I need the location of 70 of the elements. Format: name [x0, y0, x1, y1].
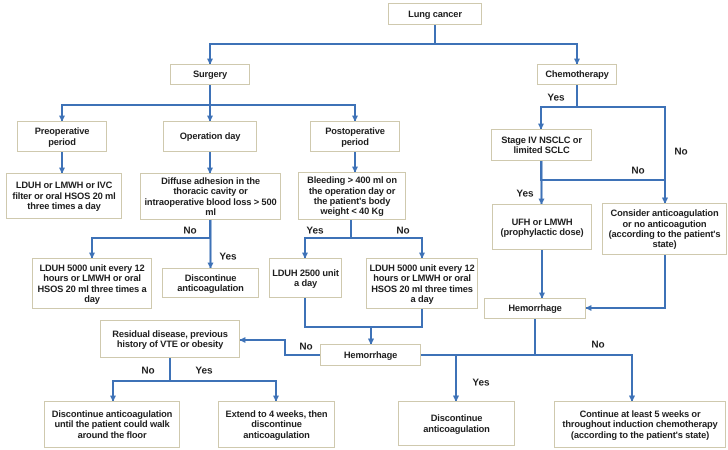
edge-label: Yes — [471, 378, 491, 388]
box-text: Surgery — [192, 69, 228, 80]
box-text: Discontinue anticoagulation until the patient could walk around the floor — [50, 408, 174, 440]
edge-label: No — [182, 226, 198, 236]
box-text: Bleeding > 400 ml on the operation day or the patient's body weight < 40 Kg — [306, 175, 398, 217]
box-text: Diffuse adhesion in the thoracic cavity or intraoperative blood loss > 500 ml — [143, 176, 278, 218]
edge-label: Yes — [194, 366, 214, 376]
box-text: LDUH or LMWH or IVC filter or oral HSOS 20 ml three times a day — [11, 180, 117, 212]
process-box — [602, 203, 727, 255]
box-text: Consider anticoagulation or no anticoagution (according to the patient's state) — [608, 208, 722, 250]
box-text: Residual disease, previous history of VTE or obesity — [111, 328, 229, 350]
process-box — [100, 320, 240, 358]
box-text: Hemorrhage — [344, 350, 398, 360]
arrow — [434, 25, 580, 65]
edge-label: Yes — [305, 226, 325, 236]
box-text: LDUH 2500 unit a day — [272, 268, 339, 288]
arrow — [585, 255, 666, 311]
box-text: Operation day — [180, 131, 240, 142]
arrow — [208, 220, 214, 269]
edge-label: No — [140, 366, 156, 376]
process-box — [163, 121, 257, 152]
box-text: Continue at least 5 weeks or throughout induction chemotherapy (according to the patient's state) — [561, 408, 719, 440]
box-text: Discontinue anticoagulation — [176, 272, 245, 294]
box-text: LDUH 5000 unit every 12 hours or LMWH or oral HSOS 20 ml three times a day — [369, 262, 475, 304]
process-box — [269, 258, 342, 298]
box-text: Lung cancer — [408, 8, 462, 20]
process-box — [44, 401, 180, 448]
process-box — [537, 64, 617, 85]
process-box — [320, 344, 421, 366]
edge-label: No — [630, 166, 646, 176]
box-text: Stage IV NSCLC or limited SCLC — [500, 134, 583, 156]
arrow — [368, 309, 423, 345]
process-box — [310, 121, 400, 152]
edge-label: Yes — [218, 252, 238, 262]
edge-label: No — [673, 146, 689, 158]
process-box — [170, 64, 250, 85]
process-box — [17, 121, 107, 152]
arrow — [538, 161, 544, 205]
process-box — [491, 129, 592, 161]
process-box — [298, 172, 406, 220]
arrow — [239, 337, 320, 356]
arrow — [539, 250, 545, 299]
arrow — [540, 161, 668, 204]
box-text: UFH or LMWH (prophylactic dose) — [500, 216, 584, 238]
arrow — [352, 152, 358, 173]
process-box — [554, 401, 726, 448]
box-text: Chemotherapy — [545, 69, 609, 80]
arrow — [89, 220, 211, 259]
process-box — [218, 401, 335, 448]
box-text: Extend to 4 weeks, then discontinue anticoagulation — [224, 408, 328, 440]
arrow — [207, 152, 213, 174]
process-box — [6, 173, 122, 219]
box-text: Preoperative period — [34, 126, 90, 147]
edge-label: Yes — [515, 188, 535, 200]
arrow — [534, 319, 635, 402]
edge-label: Yes — [546, 92, 566, 104]
process-box — [484, 298, 586, 319]
box-text: LDUH 5000 unit every 12 hours or LMWH or oral HSOS 20 ml three times a day — [36, 262, 148, 304]
arrow — [59, 152, 65, 174]
edge-label: No — [590, 340, 606, 350]
process-box — [492, 204, 592, 250]
process-box — [388, 3, 482, 25]
box-text: Postoperative period — [324, 126, 386, 147]
edge-label: No — [298, 342, 314, 352]
box-text: Hemorrhage — [508, 303, 562, 314]
process-box — [398, 401, 515, 446]
box-text: Discontinue anticoagulation — [422, 413, 491, 434]
arrow — [350, 220, 425, 259]
edge-label: No — [395, 226, 411, 236]
process-box — [162, 268, 259, 298]
